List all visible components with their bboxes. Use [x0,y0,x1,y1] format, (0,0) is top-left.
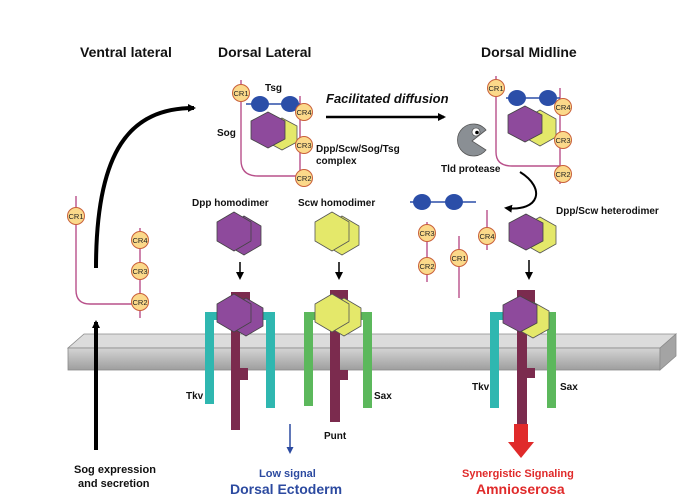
svg-text:CR4: CR4 [555,103,570,112]
cr1-domain: CR1 [67,207,85,225]
svg-text:CR3: CR3 [132,267,147,276]
dpp-scw-dimer [507,105,557,147]
cr4-domain: CR4 [131,231,149,249]
cr1-domain: CR1 [487,79,505,97]
synergistic-signaling-label: Synergistic Signaling [462,468,574,480]
dpp-scw-heterodimer [508,213,557,254]
dorsal-ectoderm-label: Dorsal Ectoderm [230,481,342,497]
tsg-label: Tsg [265,83,282,94]
svg-text:CR1: CR1 [488,84,503,93]
released-tsg [410,194,476,210]
cr3-domain: CR3 [295,136,313,154]
svg-text:CR3: CR3 [419,229,434,238]
tkv-receptor-right [490,312,512,408]
sax-label-right: Sax [560,382,578,393]
tkv-receptor-left [205,312,275,408]
dpp-scw-dimer [250,111,298,151]
svg-text:CR4: CR4 [479,232,494,241]
header-dorsal-midline: Dorsal Midline [481,44,577,60]
sog-complex-lateral: CR1 CR4 CR3 CR2 [232,80,313,187]
sog-expression-label-line2: and secretion [78,478,150,490]
cr2-domain: CR2 [418,257,436,275]
dpp-bound-left [216,293,264,337]
tld-protease-label: Tld protease [441,164,501,175]
tkv-label-left: Tkv [186,391,204,402]
complex-label-line2: complex [316,156,357,167]
scw-homodimer-label: Scw homodimer [298,198,375,209]
cr2-domain: CR2 [295,169,313,187]
svg-text:CR2: CR2 [132,298,147,307]
sax-label-left: Sax [374,391,392,402]
cleaved-sog-fragments: CR3 CR2 CR1 CR4 [418,210,496,298]
cleavage-arrow [504,171,538,213]
svg-text:CR1: CR1 [233,89,248,98]
cr4-domain: CR4 [554,98,572,116]
cr4-domain: CR4 [295,103,313,121]
tld-protease-icon [457,123,487,157]
tkv-label-right: Tkv [472,382,490,393]
scw-homodimer [314,211,360,256]
cr1-domain: CR1 [232,84,250,102]
transport-arrow [94,104,196,269]
svg-text:CR2: CR2 [555,170,570,179]
cr4-domain: CR4 [478,227,496,245]
amnioserosa-label: Amnioserosa [476,481,565,497]
cr2-domain: CR2 [554,165,572,183]
dpp-scw-heterodimer-label: Dpp/Scw heterodimer [556,206,659,217]
cr3-domain: CR3 [131,262,149,280]
heterodimer-bound [502,295,550,339]
svg-text:CR1: CR1 [451,254,466,263]
punt-label: Punt [324,431,347,442]
svg-text:CR4: CR4 [296,108,311,117]
sog-expression-label-line1: Sog expression [74,464,156,476]
dpp-homodimer [216,211,262,256]
dpp-homodimer-label: Dpp homodimer [192,198,269,209]
cr1-domain: CR1 [450,249,468,267]
scw-bound [314,293,362,337]
svg-text:CR3: CR3 [555,136,570,145]
sog-complex-midline: CR1 CR4 CR3 CR2 [487,76,572,184]
header-ventral-lateral: Ventral lateral [80,44,172,60]
tsg-protein [251,96,299,112]
low-signal-label: Low signal [259,468,316,480]
svg-text:CR4: CR4 [132,236,147,245]
facilitated-diffusion-label: Facilitated diffusion [326,91,449,106]
sog-label: Sog [217,128,236,139]
cr3-domain: CR3 [554,131,572,149]
header-dorsal-lateral: Dorsal Lateral [218,44,311,60]
sog-free-ventral: CR1 CR4 CR3 CR2 [67,196,149,318]
cr3-domain: CR3 [418,224,436,242]
svg-text:CR3: CR3 [296,141,311,150]
svg-text:CR1: CR1 [68,212,83,221]
tsg-protein [508,90,557,106]
svg-text:CR2: CR2 [419,262,434,271]
cr2-domain: CR2 [131,293,149,311]
svg-text:CR2: CR2 [296,174,311,183]
synergistic-signal-arrow [508,424,534,458]
complex-label-line1: Dpp/Scw/Sog/Tsg [316,144,400,155]
